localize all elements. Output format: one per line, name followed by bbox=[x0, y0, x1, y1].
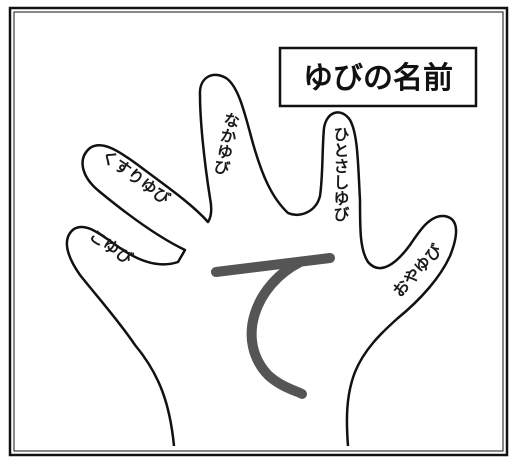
title: ゆびの名前 bbox=[303, 61, 453, 96]
index-finger-label-text: ひとさしゆび bbox=[331, 126, 350, 222]
title-box bbox=[278, 46, 478, 108]
palm-character-stroke-top bbox=[211, 253, 335, 277]
index-finger-label: ひとさしゆび bbox=[331, 126, 350, 222]
outer-frame bbox=[8, 6, 509, 457]
hand-outline bbox=[65, 73, 458, 447]
inner-frame bbox=[13, 11, 504, 452]
palm-character-stroke-curve bbox=[246, 257, 307, 399]
